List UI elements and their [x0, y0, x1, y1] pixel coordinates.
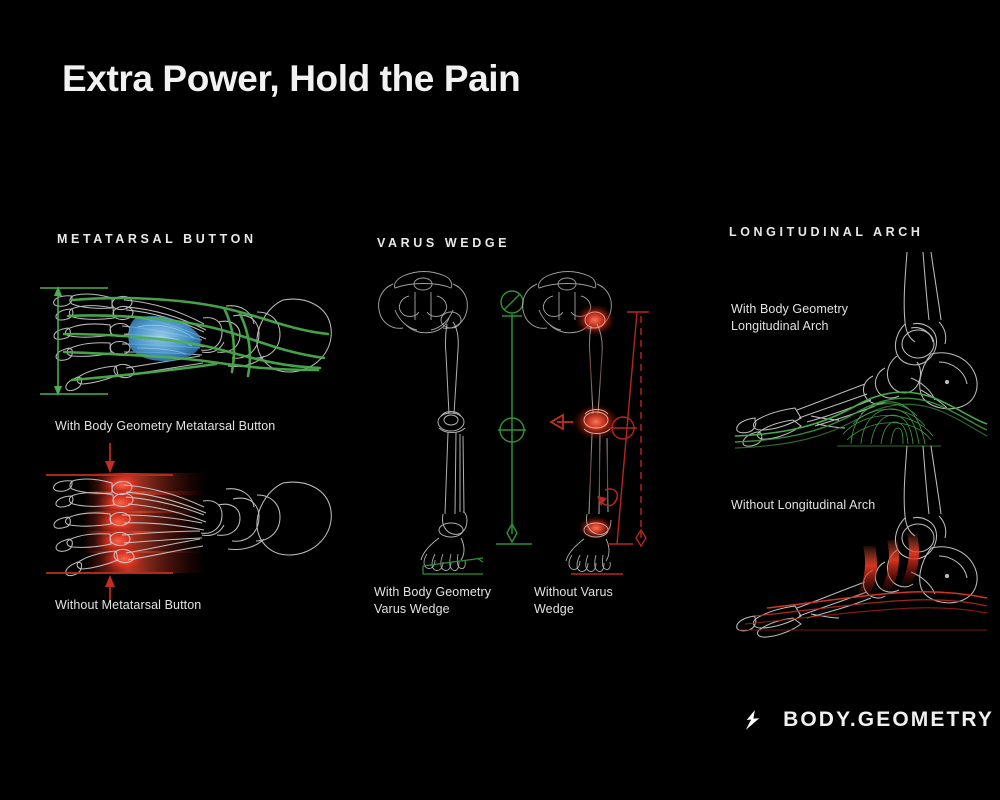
nerve-lines-green: [62, 296, 330, 382]
leg-with-varus-wedge: [378, 271, 532, 575]
angle-symbol-red: [597, 488, 619, 507]
section-header-varus: VARUS WEDGE: [377, 236, 511, 250]
measurement-arrow-green: [40, 286, 108, 396]
caption-arch-without: Without Longitudinal Arch: [731, 498, 876, 512]
section-header-arch: LONGITUDINAL ARCH: [729, 225, 924, 239]
alignment-line-red: [607, 311, 649, 548]
specialized-s-icon: [745, 710, 760, 730]
caption-metatarsal-with: With Body Geometry Metatarsal Button: [55, 419, 276, 433]
brand-logo-text: BODY.GEOMETRY: [783, 708, 994, 731]
pain-glow-red: [82, 470, 206, 574]
compression-arrows-red: [46, 443, 173, 603]
caption-varus-without: Without Varus Wedge: [534, 585, 613, 616]
flattened-arch-lines-red: [739, 591, 988, 631]
pain-hip-red: [575, 304, 615, 336]
figure-metatarsal-without: [28, 443, 338, 603]
figure-arch-with: [725, 251, 993, 453]
figure-metatarsal-with: [28, 272, 338, 407]
section-header-metatarsal: METATARSAL BUTTON: [57, 232, 257, 246]
figure-arch-without: [725, 445, 993, 638]
leg-without-varus-wedge: [522, 271, 649, 575]
deviation-arrow-red: [549, 413, 573, 431]
page-title: Extra Power, Hold the Pain: [62, 58, 521, 99]
caption-varus-with: With Body Geometry Varus Wedge: [374, 585, 492, 616]
stress-bands-red: [857, 534, 919, 596]
caption-metatarsal-without: Without Metatarsal Button: [55, 598, 202, 612]
angle-annotation-green: [422, 557, 484, 575]
figure-varus-wedge: [365, 262, 655, 577]
arch-support-green: [734, 391, 988, 449]
pain-ankle-red: [578, 516, 614, 540]
alignment-line-green: [496, 290, 532, 545]
caption-arch-with: With Body Geometry Longitudinal Arch: [731, 302, 849, 333]
brand-logo: BODY.GEOMETRY: [744, 694, 994, 746]
